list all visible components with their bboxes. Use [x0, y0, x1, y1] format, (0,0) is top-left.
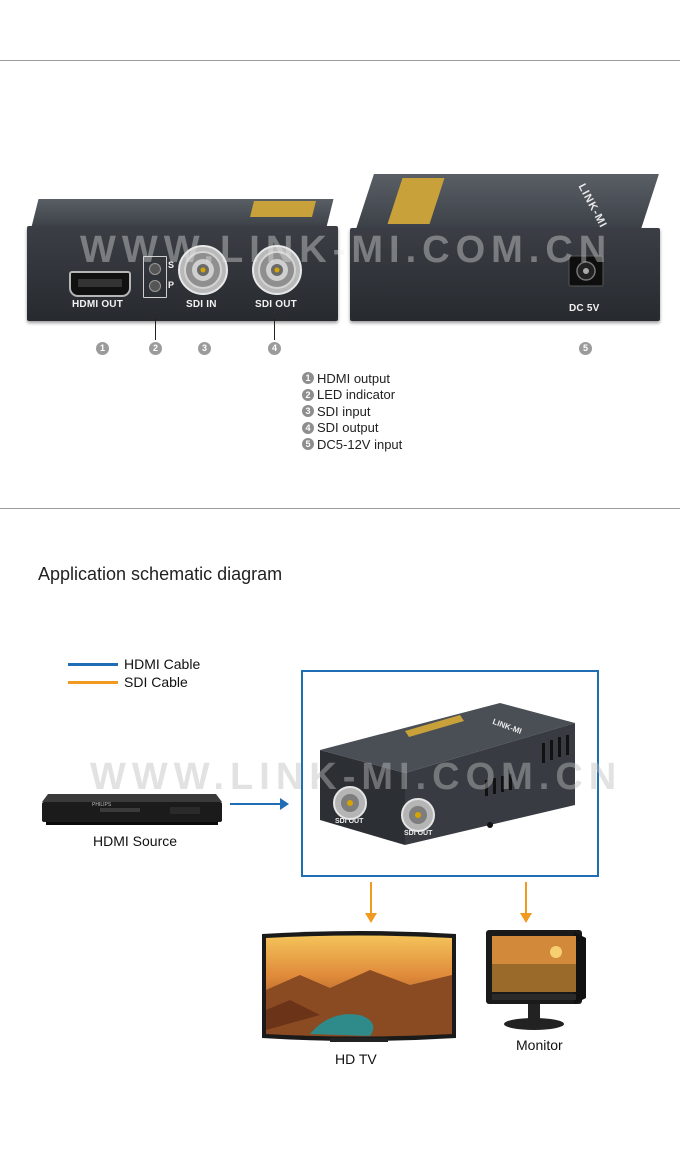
legend-item: 2 LED indicator	[302, 387, 402, 404]
callout-1: 1	[96, 342, 109, 355]
callout-2: 2	[149, 342, 162, 355]
converter-frame	[301, 670, 599, 877]
converter-port-label-1: SDI OUT	[335, 818, 364, 825]
hdmi-arrow	[230, 798, 289, 810]
callout-line-4	[274, 318, 275, 340]
led-power	[149, 280, 161, 292]
sdi-out-connector	[252, 245, 302, 295]
legend-item: 4 SDI output	[302, 420, 402, 437]
led-indicator	[143, 256, 167, 298]
hdmi-out-label: HDMI OUT	[72, 299, 124, 310]
hdmi-cable-label: HDMI Cable	[124, 656, 201, 672]
diagram-watermark: WWW.LINK-MI.COM.CN	[90, 756, 623, 798]
converter-device	[320, 703, 575, 845]
dvd-player	[42, 794, 222, 825]
converter-port-label-2: SDI OUT	[404, 830, 433, 837]
hd-tv-caption: HD TV	[335, 1051, 377, 1067]
field-monitor	[486, 930, 586, 1030]
led-letter-s: S	[168, 260, 175, 270]
legend-item: 5 DC5-12V input	[302, 436, 402, 453]
dc-5v-label: DC 5V	[569, 303, 600, 314]
sdi-in-label: SDI IN	[186, 299, 217, 310]
port-legend: 1 HDMI output 2 LED indicator 3 SDI inpu…	[302, 370, 402, 453]
sdi-in-connector	[178, 245, 228, 295]
monitor-caption: Monitor	[516, 1037, 563, 1053]
hd-tv	[262, 931, 456, 1042]
led-signal	[149, 263, 161, 275]
dc-power-jack	[568, 255, 604, 287]
sdi-arrow-tv	[365, 882, 377, 923]
callout-5: 5	[579, 342, 592, 355]
middle-divider	[0, 508, 680, 509]
hdmi-out-port	[69, 271, 131, 297]
sdi-arrow-monitor	[520, 882, 532, 923]
panel-watermark: WWW.LINK-MI.COM.CN	[80, 229, 613, 271]
legend-item: 3 SDI input	[302, 403, 402, 420]
hdmi-cable-swatch	[68, 663, 118, 666]
callout-3: 3	[198, 342, 211, 355]
front-device-panel: HDMI OUT S P SDI IN SDI OUT	[27, 226, 338, 321]
callout-line-2	[155, 318, 156, 340]
sdi-cable-swatch	[68, 681, 118, 684]
callout-4: 4	[268, 342, 281, 355]
dvd-brand: PHILIPS	[92, 802, 112, 808]
sdi-cable-label: SDI Cable	[124, 674, 188, 690]
section-title: Application schematic diagram	[38, 564, 283, 584]
rear-device-panel: DC 5V	[350, 228, 660, 321]
led-letter-p: P	[168, 280, 175, 290]
hdmi-source-caption: HDMI Source	[93, 833, 178, 849]
top-divider	[0, 60, 680, 61]
sdi-out-label: SDI OUT	[255, 299, 297, 310]
legend-item: 1 HDMI output	[302, 370, 402, 387]
front-device-label-strip	[250, 201, 316, 217]
